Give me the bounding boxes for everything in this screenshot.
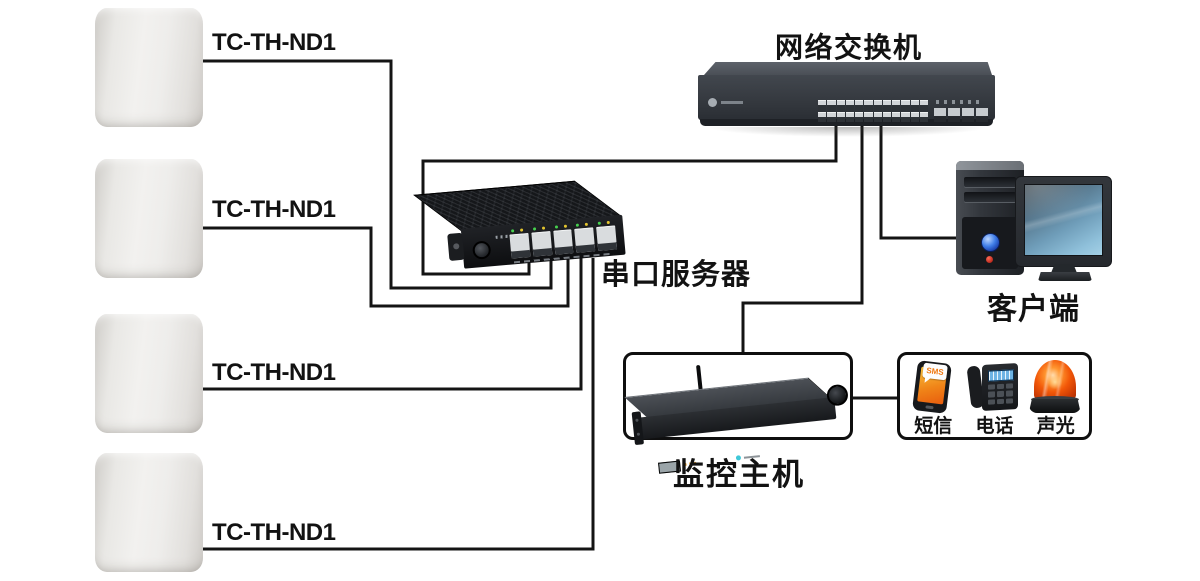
monitor-stand-neck — [1051, 264, 1077, 273]
sensor-device-2 — [95, 159, 203, 278]
alert-label-beacon: 声光 — [1036, 416, 1075, 437]
wire-sensor4-to-server — [203, 258, 595, 551]
sensor-label-1: TC-TH-ND1 — [212, 29, 336, 56]
sensor-label-3: TC-TH-ND1 — [212, 359, 336, 386]
client-monitor — [1015, 176, 1112, 267]
network-switch — [698, 62, 998, 140]
switch-label: 网络交换机 — [775, 32, 923, 63]
monitor-stand-base — [1038, 272, 1092, 281]
drive-bay — [964, 192, 1016, 202]
alert-item-sms: SMS 短信 — [905, 360, 961, 436]
sensor-label-2: TC-TH-ND1 — [212, 196, 336, 223]
monitoring-host-device — [624, 354, 849, 474]
alert-item-phone: 电话 — [965, 360, 1023, 437]
server-mount-ear — [447, 232, 465, 261]
client-computer — [950, 158, 1115, 288]
beacon-base — [1028, 399, 1081, 413]
telephone-screen — [987, 369, 1014, 382]
monitoring-host-box — [623, 352, 853, 474]
wire-switch-to-client — [879, 126, 958, 240]
telephone-icon — [965, 360, 1023, 416]
client-tower — [956, 161, 1024, 275]
drive-bay — [964, 177, 1016, 187]
beacon-bulb — [1047, 374, 1062, 390]
alert-item-beacon: 声光 — [1028, 360, 1084, 436]
telephone-body — [981, 363, 1018, 411]
telephone-keypad — [987, 383, 1013, 405]
host-label: 监控主机 — [673, 457, 805, 492]
sensor-device-1 — [95, 8, 203, 127]
switch-shadow — [706, 127, 988, 137]
alert-label-phone: 电话 — [975, 416, 1014, 437]
sensor-device-3 — [95, 314, 203, 433]
power-led-icon — [986, 256, 993, 263]
wire-switch-to-server — [421, 126, 838, 276]
sensor-device-4 — [95, 453, 203, 572]
sensor-label-4: TC-TH-ND1 — [212, 519, 336, 546]
client-label: 客户端 — [987, 293, 1080, 326]
alert-label-sms: 短信 — [914, 416, 953, 437]
wire-switch-to-host — [741, 126, 864, 354]
switch-port-row-bottom — [818, 112, 928, 122]
monitor-screen — [1024, 184, 1103, 256]
vendor-logo-icon — [708, 98, 717, 107]
tower-top-face — [956, 161, 1024, 170]
vendor-logo-text — [721, 101, 743, 104]
alert-box: SMS 短信 电话 声光 — [897, 352, 1092, 440]
sms-badge: SMS — [922, 362, 949, 381]
switch-port-block — [818, 100, 928, 124]
sms-phone-icon: SMS — [905, 360, 961, 416]
switch-port-row-top — [818, 100, 928, 110]
power-button-icon — [981, 233, 1000, 252]
switch-uplink-leds — [936, 100, 984, 104]
server-label: 串口服务器 — [601, 259, 752, 291]
smartphone-home-button — [925, 405, 934, 410]
wire-sensor1-to-server — [203, 59, 553, 290]
switch-uplink-ports — [934, 108, 988, 122]
switch-bottom-strip — [700, 119, 993, 126]
switch-top-face — [704, 62, 992, 75]
wire-sensor3-to-server — [203, 256, 583, 391]
wire-sensor2-to-server — [203, 226, 570, 308]
beacon-icon — [1028, 360, 1084, 416]
